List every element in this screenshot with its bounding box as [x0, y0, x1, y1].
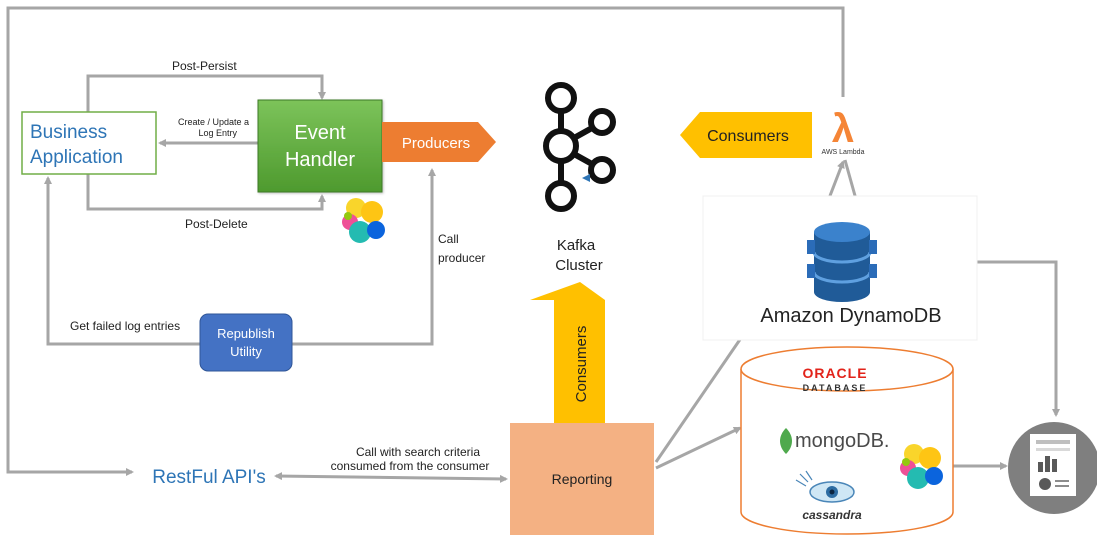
edge-reporting-dynamodb	[654, 320, 754, 463]
label-get-failed: Get failed log entries	[70, 319, 180, 333]
label-call-search-2: consumed from the consumer	[331, 459, 490, 473]
kafka-marker-icon	[582, 174, 590, 182]
edge-call-producer	[292, 168, 436, 346]
label-post-persist: Post-Persist	[172, 59, 237, 73]
edge-get-failed	[44, 176, 200, 346]
dynamodb-label: Amazon DynamoDB	[760, 305, 941, 327]
elastic-logo-icon	[342, 198, 385, 243]
label-post-delete: Post-Delete	[185, 217, 248, 231]
kafka-label-1: Kafka	[557, 237, 596, 254]
event-handler-node: Event Handler	[257, 99, 383, 193]
edge-restful-reporting	[274, 472, 508, 483]
reporting-label: Reporting	[552, 471, 613, 487]
mongodb-label: mongoDB.	[795, 430, 890, 452]
event-handler-line2: Handler	[285, 149, 355, 171]
edge-lambda-to-restful	[6, 6, 845, 476]
label-create-update-2: Log Entry	[198, 128, 237, 138]
label-create-update-1: Create / Update a	[178, 117, 249, 127]
event-handler-line1: Event	[294, 122, 346, 144]
consumers-up-arrow: Consumers	[530, 282, 605, 423]
consumers-up-label: Consumers	[573, 326, 590, 403]
republish-line2: Utility	[230, 344, 262, 359]
oracle-database-label: DATABASE	[803, 383, 868, 393]
report-icon	[1008, 422, 1097, 514]
kafka-label-2: Cluster	[555, 257, 603, 274]
dynamodb-icon	[807, 222, 877, 302]
producers-arrow: Producers	[382, 122, 496, 162]
aws-lambda-label: AWS Lambda	[822, 149, 865, 156]
label-call-producer-2: producer	[438, 251, 485, 265]
business-app-line1: Business	[30, 122, 107, 143]
edge-post-persist	[86, 74, 326, 112]
consumers-right-arrow: Consumers	[680, 112, 812, 158]
edge-post-delete	[86, 174, 326, 211]
cassandra-label: cassandra	[802, 508, 862, 522]
consumers-right-label: Consumers	[707, 128, 789, 145]
restful-api-label: RestFul API's	[152, 467, 265, 488]
aws-lambda-node: λ AWS Lambda	[822, 107, 865, 156]
mongodb-leaf-icon	[780, 428, 792, 454]
producers-label: Producers	[402, 135, 470, 152]
republish-utility-node: Republish Utility	[199, 313, 293, 372]
databases-cylinder	[740, 346, 954, 535]
republish-line1: Republish	[217, 326, 275, 341]
business-app-line2: Application	[30, 147, 123, 168]
cassandra-eye-icon	[795, 470, 855, 503]
elastic-logo-icon	[900, 444, 943, 489]
lambda-icon: λ	[832, 107, 854, 151]
label-call-search-1: Call with search criteria	[356, 445, 480, 459]
oracle-logo: ORACLE	[802, 365, 867, 381]
label-call-producer-1: Call	[438, 232, 459, 246]
business-application-node: Business Application	[21, 111, 157, 175]
kafka-logo-icon	[543, 82, 616, 212]
edge-reporting-databases	[655, 426, 742, 470]
reporting-node: Reporting	[510, 423, 654, 535]
